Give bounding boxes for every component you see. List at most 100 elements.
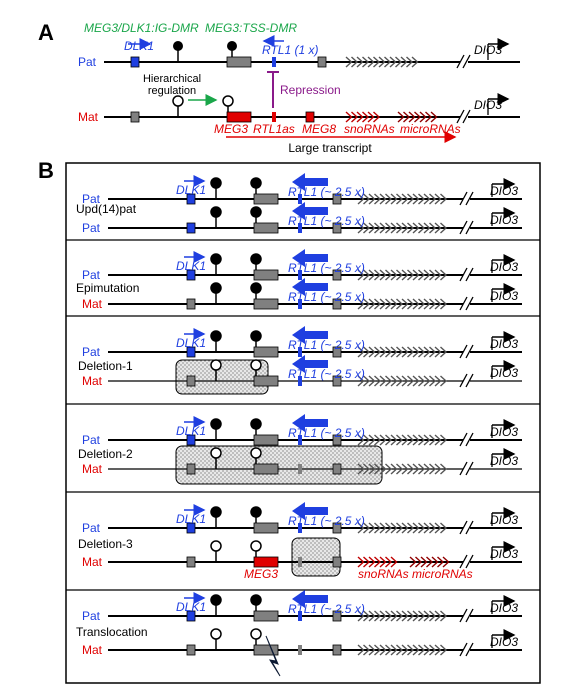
cluster-chevron xyxy=(434,434,442,446)
chromosome-break xyxy=(465,432,474,447)
cluster-chevron xyxy=(368,644,376,656)
cluster-chevron xyxy=(379,522,387,534)
dmr-lollipop xyxy=(210,253,222,265)
cluster-chevron xyxy=(406,56,414,68)
panel-a-mat-snorna-cluster xyxy=(345,111,381,123)
meg8-box xyxy=(332,298,342,310)
snornas-label-b: snoRNAs xyxy=(358,567,409,581)
dmr-lollipop xyxy=(250,253,262,265)
chromosome-break xyxy=(459,520,468,535)
cluster-chevron xyxy=(401,346,409,358)
cluster-chevron xyxy=(434,222,442,234)
chromosome-break xyxy=(459,432,468,447)
dio3-label: DIO3 xyxy=(490,425,518,439)
cluster-chevron xyxy=(379,298,387,310)
dio3-label: DIO3 xyxy=(490,454,518,468)
meg8-box xyxy=(332,346,342,358)
cluster-chevron xyxy=(429,434,437,446)
dlk1-box xyxy=(186,522,196,534)
cluster-chevron xyxy=(423,463,431,475)
panel-a-label: A xyxy=(38,20,54,45)
meg8-box xyxy=(332,463,342,475)
cluster-chevron xyxy=(357,222,365,234)
translocation-label: Translocation xyxy=(76,625,148,639)
cluster-chevron xyxy=(418,222,426,234)
cluster-chevron xyxy=(401,375,409,387)
cluster-chevron xyxy=(418,193,426,205)
cluster-chevron xyxy=(357,298,365,310)
cluster-chevron xyxy=(368,193,376,205)
cluster-chevron xyxy=(429,193,437,205)
cluster-chevron xyxy=(390,193,398,205)
meg3-box xyxy=(253,644,279,656)
cluster-chevron xyxy=(440,222,448,234)
pat-label: Pat xyxy=(82,433,101,447)
dmr-lollipop xyxy=(250,628,262,640)
tssdmr-label: MEG3:TSS-DMR xyxy=(205,21,297,35)
dmr-lollipop xyxy=(250,330,262,342)
dmr-lollipop xyxy=(210,594,222,606)
cluster-chevron xyxy=(434,193,442,205)
dmr-lollipop xyxy=(210,177,222,189)
dmr-lollipop xyxy=(250,177,262,189)
cluster-chevron xyxy=(401,522,409,534)
cluster-chevron xyxy=(434,375,442,387)
cluster-chevron xyxy=(412,610,420,622)
dmr-lollipop xyxy=(250,594,262,606)
cluster-chevron xyxy=(414,111,422,123)
micrornas-label-a: microRNAs xyxy=(400,122,461,136)
cluster-chevron xyxy=(368,610,376,622)
cluster-chevron xyxy=(412,269,420,281)
cluster-chevron xyxy=(356,111,364,123)
rtl1-big-arrow xyxy=(292,414,328,432)
rtl1-box xyxy=(298,270,302,280)
cluster-chevron xyxy=(363,222,371,234)
mat-label: Mat xyxy=(82,374,103,388)
dio3-label-a-mat: DIO3 xyxy=(474,98,502,112)
cluster-chevron xyxy=(440,644,448,656)
cluster-chevron xyxy=(363,522,371,534)
cluster-chevron xyxy=(357,193,365,205)
cluster-chevron xyxy=(396,644,404,656)
dlk1-box xyxy=(186,193,196,205)
hierarchical-label-1: Hierarchical xyxy=(143,73,201,85)
cluster-chevron xyxy=(390,556,398,568)
cluster-chevron xyxy=(440,269,448,281)
cluster-chevron xyxy=(420,556,428,568)
cluster-chevron xyxy=(401,269,409,281)
dlk1-box xyxy=(186,463,196,475)
cluster-chevron xyxy=(412,193,420,205)
cluster-chevron xyxy=(345,111,353,123)
cluster-chevron xyxy=(442,556,450,568)
rtl1-box xyxy=(298,299,302,309)
cluster-chevron xyxy=(357,556,365,568)
cluster-chevron xyxy=(440,522,448,534)
cluster-chevron xyxy=(400,56,408,68)
dio3-label: DIO3 xyxy=(490,635,518,649)
rtl1-box xyxy=(298,194,302,204)
dlk1-box xyxy=(186,434,196,446)
cluster-chevron xyxy=(379,346,387,358)
cluster-chevron xyxy=(379,193,387,205)
cluster-chevron xyxy=(396,222,404,234)
rtl1-big-arrow xyxy=(292,249,328,267)
cluster-chevron xyxy=(412,434,420,446)
cluster-chevron xyxy=(396,346,404,358)
cluster-chevron xyxy=(407,463,415,475)
chromosome-break xyxy=(459,267,468,282)
cluster-chevron xyxy=(397,111,405,123)
chromosome-break xyxy=(459,461,468,476)
cluster-chevron xyxy=(368,556,376,568)
cluster-chevron xyxy=(374,346,382,358)
cluster-chevron xyxy=(363,644,371,656)
chromosome-break xyxy=(459,220,468,235)
chromosome-break xyxy=(465,608,474,623)
cluster-chevron xyxy=(368,434,376,446)
cluster-chevron xyxy=(401,222,409,234)
dlk1-label: DLK1 xyxy=(176,512,206,526)
chromosome-break xyxy=(459,296,468,311)
cluster-chevron xyxy=(385,610,393,622)
cluster-chevron xyxy=(379,269,387,281)
